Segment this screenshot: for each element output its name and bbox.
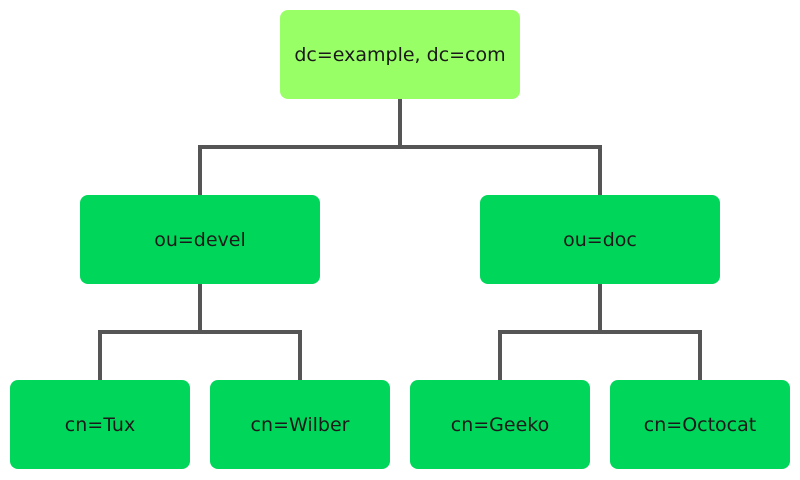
cn-geeko-label: cn=Geeko [450,413,550,436]
cn-geeko-node: cn=Geeko [410,380,590,469]
cn-wilber-node: cn=Wilber [210,380,390,469]
ou-devel-label: ou=devel [154,228,246,251]
cn-tux-node: cn=Tux [10,380,190,469]
root-node-label: dc=example, dc=com [294,43,506,66]
ou-devel-node: ou=devel [80,195,320,284]
ou-doc-node: ou=doc [480,195,720,284]
cn-octocat-node: cn=Octocat [610,380,790,469]
cn-tux-label: cn=Tux [64,413,136,436]
cn-wilber-label: cn=Wilber [250,413,350,436]
root-node: dc=example, dc=com [280,10,520,99]
cn-octocat-label: cn=Octocat [643,413,757,436]
ou-doc-label: ou=doc [563,228,637,251]
